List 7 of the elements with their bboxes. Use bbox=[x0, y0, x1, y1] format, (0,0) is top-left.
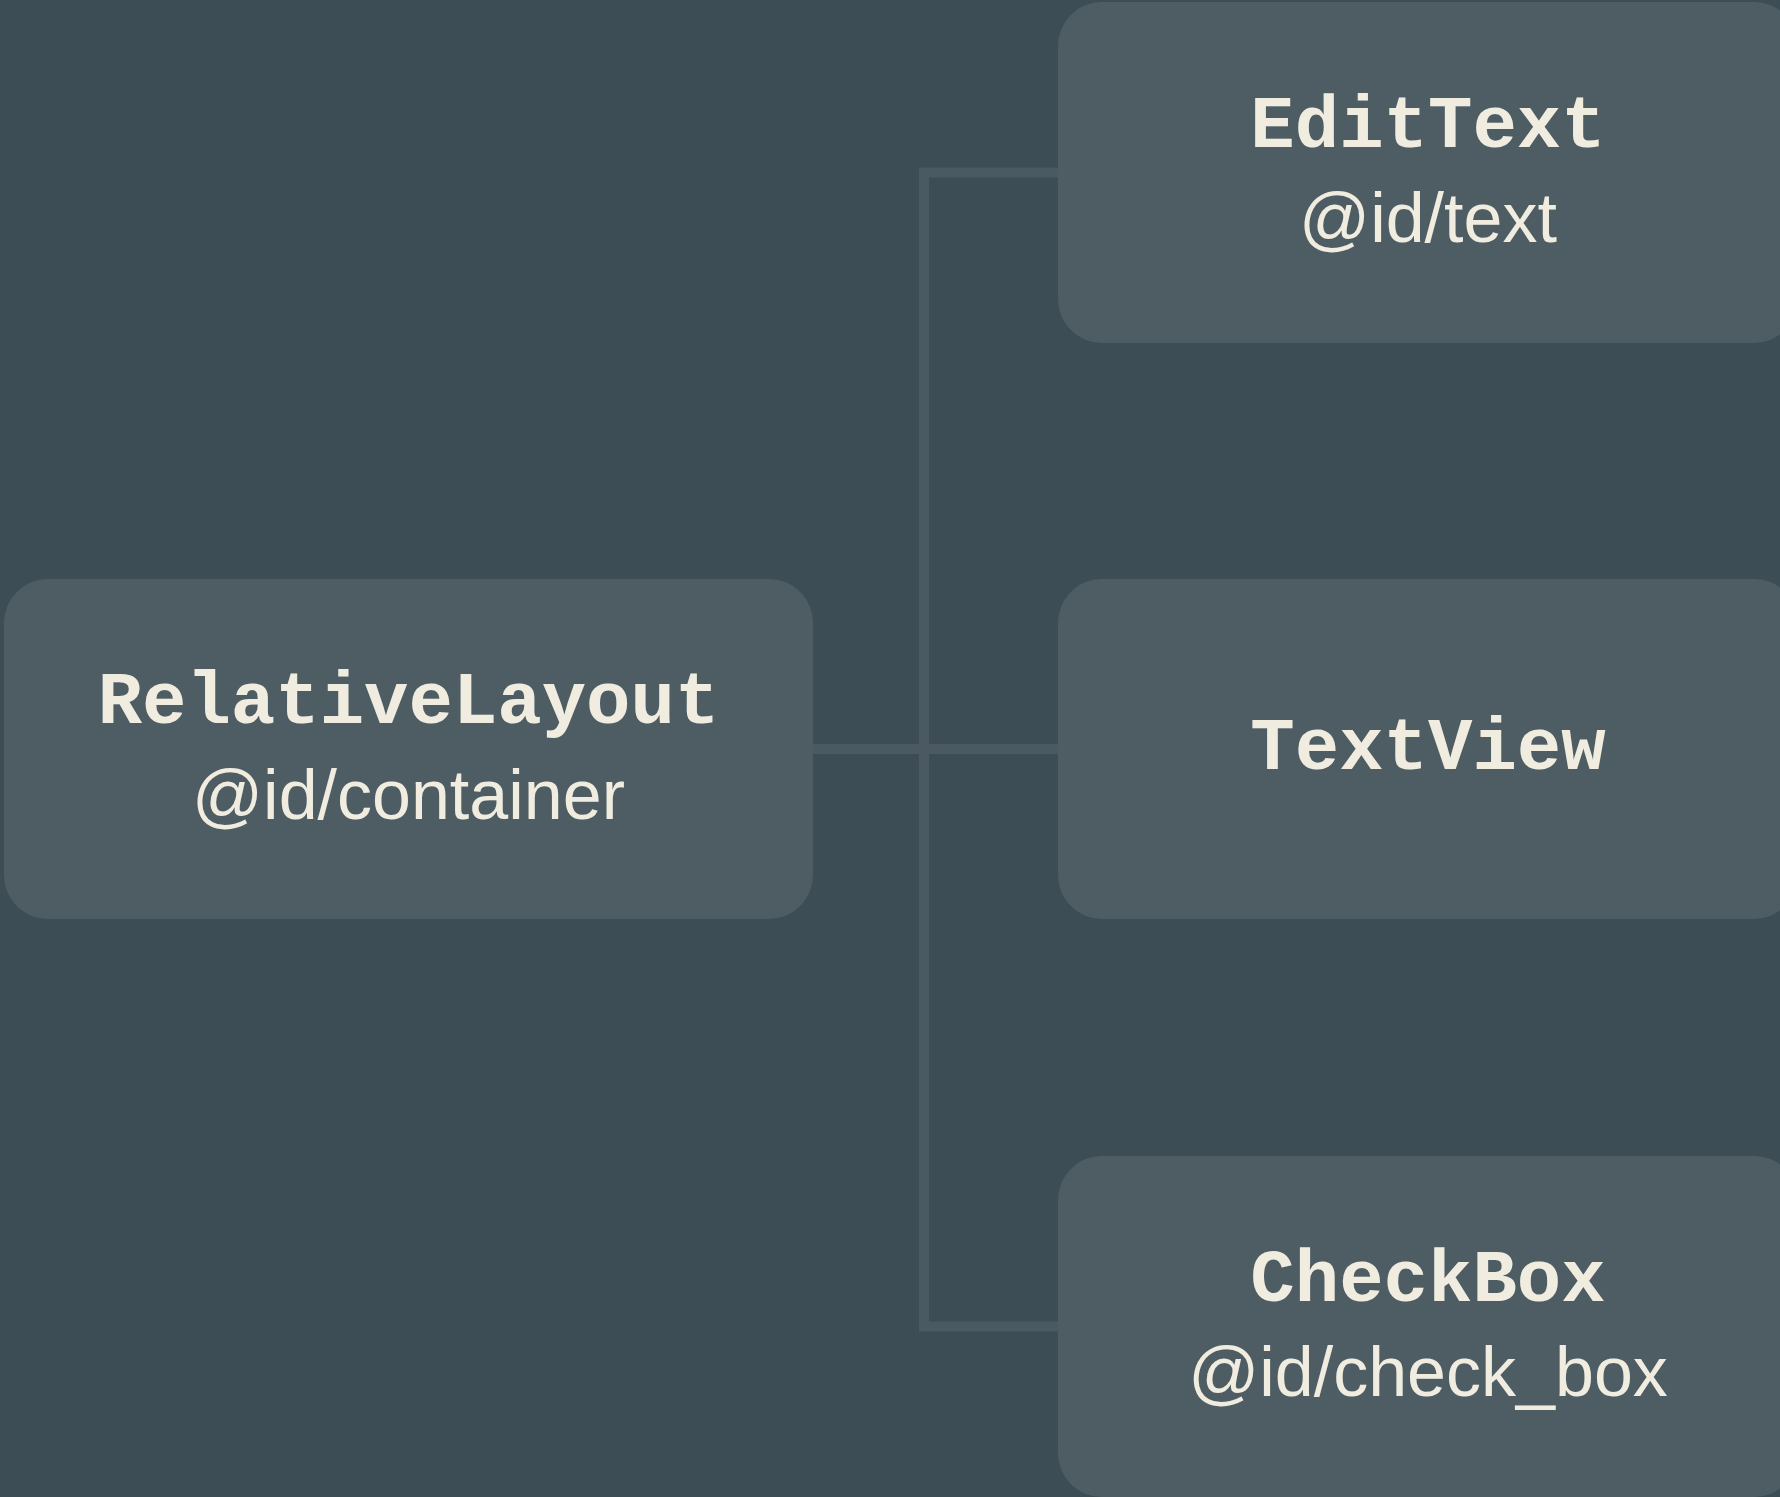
view-id: @id/check_box bbox=[1188, 1332, 1668, 1414]
class-name: RelativeLayout bbox=[97, 660, 720, 748]
view-id: @id/text bbox=[1299, 178, 1557, 260]
class-name: TextView bbox=[1250, 705, 1606, 793]
class-name: EditText bbox=[1250, 83, 1606, 171]
view-id: @id/container bbox=[192, 754, 625, 836]
class-name: CheckBox bbox=[1250, 1237, 1606, 1325]
